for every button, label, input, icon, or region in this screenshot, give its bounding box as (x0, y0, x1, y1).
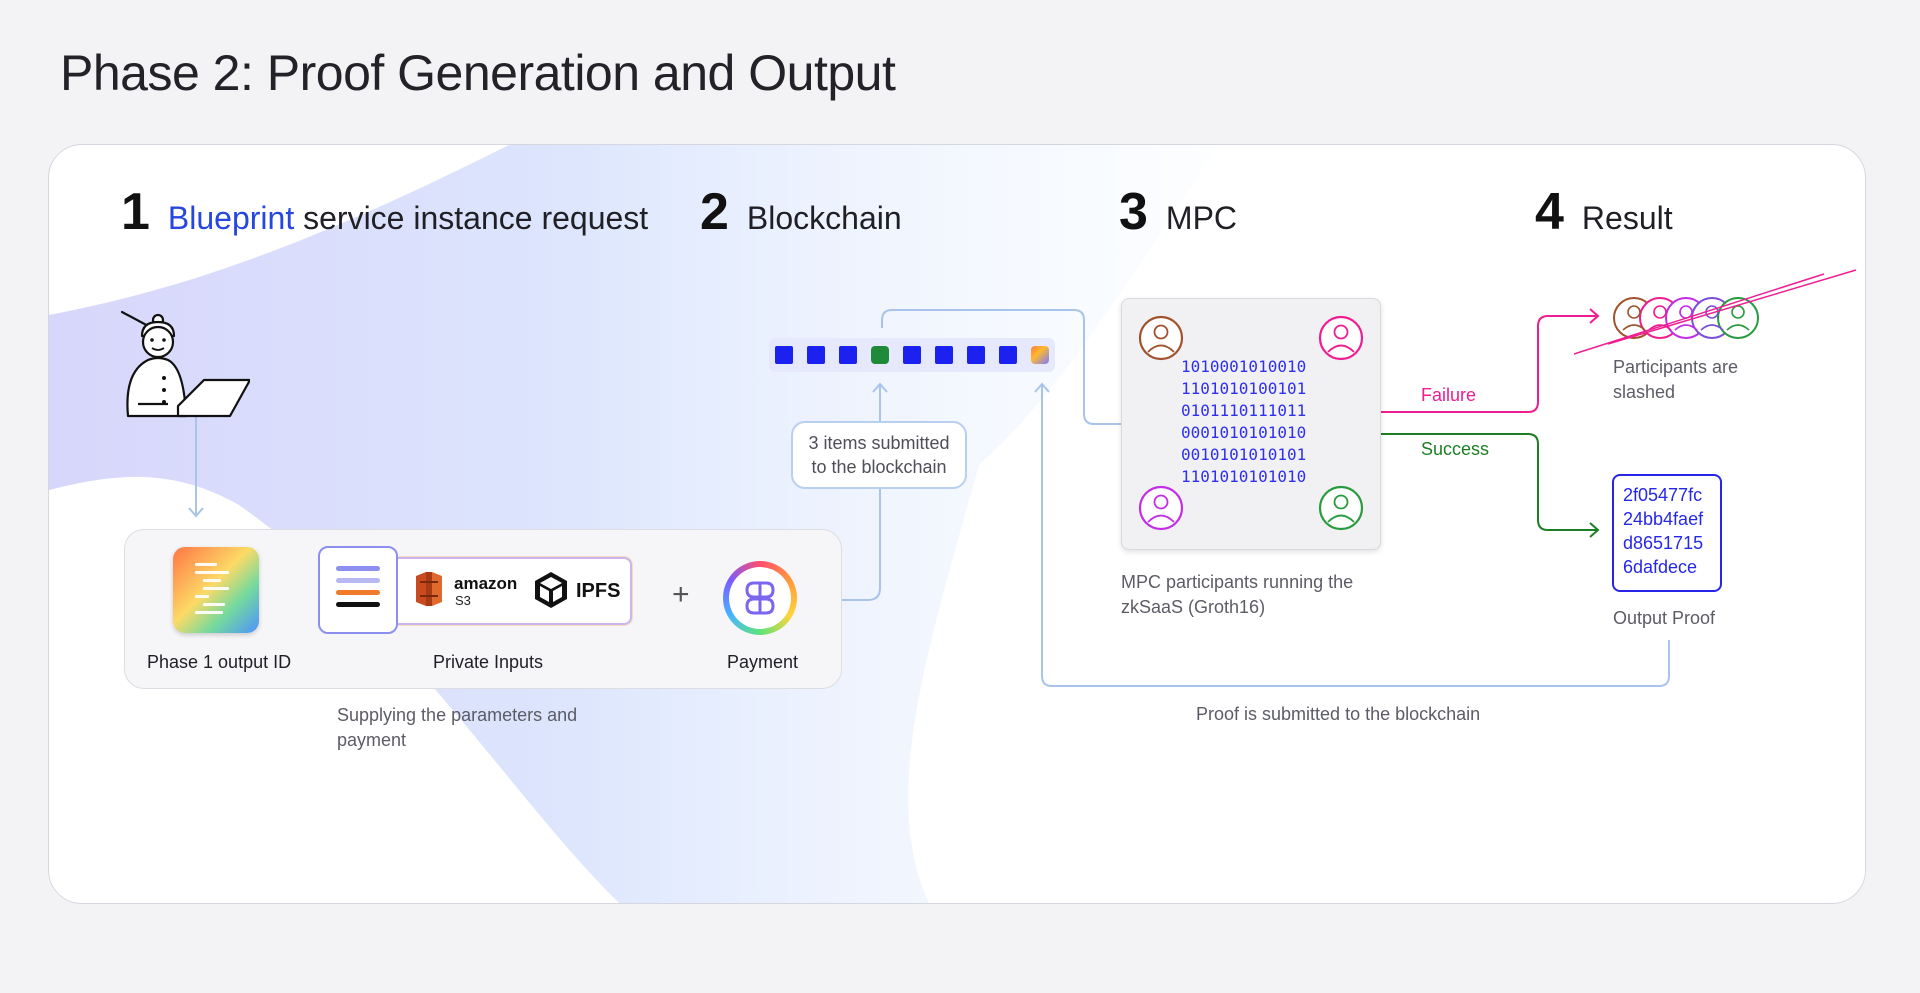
user-at-laptop-icon (120, 310, 250, 418)
block (999, 346, 1017, 364)
step-3-number: 3 (1119, 183, 1148, 241)
failure-path (1346, 315, 1598, 413)
proof-hash: 2f05477fc 24bb4faef d8651715 6dafdece (1623, 483, 1703, 579)
binary-line: 0010101010101 (1181, 445, 1307, 464)
output-proof-label: Output Proof (1613, 608, 1716, 628)
block (839, 346, 857, 364)
slashed-caption-line-1: Participants are (1613, 357, 1739, 377)
proof-line: 6dafdece (1623, 557, 1698, 577)
arrow-chain-to-mpc (881, 309, 1146, 425)
slashed-caption-line-2: slashed (1613, 382, 1676, 402)
proof-line: 2f05477fc (1623, 485, 1703, 505)
block-latest (1031, 346, 1049, 364)
binary-line: 1101010100101 (1181, 379, 1307, 398)
ipfs-label: IPFS (576, 580, 621, 602)
connectors (188, 269, 1857, 687)
mpc-caption-line-2: zkSaaS (Groth16) (1121, 597, 1266, 617)
card-background (49, 145, 1219, 903)
step-1-number: 1 (121, 183, 150, 241)
slash-line-1 (1607, 269, 1857, 345)
success-label: Success (1421, 439, 1490, 459)
submitted-bubble: 3 items submitted to the blockchain (791, 421, 967, 489)
step-2-number: 2 (700, 183, 729, 241)
block (903, 346, 921, 364)
binary-line: 0001010101010 (1181, 423, 1307, 442)
block-highlighted (871, 346, 889, 364)
blueprint-link[interactable]: Blueprint (167, 200, 295, 236)
submitted-line-1: 3 items submitted (808, 433, 950, 453)
payment-glyph (745, 581, 775, 615)
step-4-number: 4 (1535, 183, 1564, 241)
submitted-line-2: to the blockchain (811, 457, 947, 477)
document-icon (173, 547, 259, 633)
payment-label: Payment (727, 652, 799, 672)
step-4-header: 4 Result (1535, 182, 1673, 242)
supplying-caption-line-2: payment (337, 730, 407, 750)
list-icon (318, 546, 398, 634)
mpc-participants (1138, 315, 1364, 531)
binary-line: 1101010101010 (1181, 467, 1307, 486)
failure-label: Failure (1421, 385, 1477, 405)
ipfs-icon (535, 572, 567, 608)
step-3-header: 3 MPC (1119, 182, 1237, 242)
binary-line: 1010001010010 (1181, 357, 1307, 376)
block (807, 346, 825, 364)
binary-line: 0101110111011 (1181, 401, 1307, 420)
arrow-inputs-to-bubble (842, 488, 881, 601)
arrow-proof-to-chain (1041, 384, 1670, 687)
supplying-caption-line-1: Supplying the parameters and (337, 705, 578, 725)
supplying-caption: Supplying the parameters and payment (337, 703, 577, 753)
binary-data: 1010001010010 1101010100101 010111011101… (1181, 356, 1306, 488)
diagram-card (48, 144, 1866, 904)
payment-icon (723, 561, 797, 635)
phase1-output-label: Phase 1 output ID (147, 652, 292, 672)
step-1-label-rest: service instance request (294, 200, 649, 236)
amazon-label: amazon (454, 574, 518, 593)
mpc-caption: MPC participants running the zkSaaS (Gro… (1121, 570, 1353, 620)
success-path (1346, 433, 1598, 531)
output-proof-box (1612, 474, 1722, 592)
step-1-header: 1 Blueprint service instance request (121, 182, 648, 242)
s3-label: S3 (455, 593, 471, 608)
slashed-caption: Participants are slashed (1613, 355, 1738, 405)
step-1-label: Blueprint service instance request (168, 200, 648, 237)
proof-line: d8651715 (1623, 533, 1704, 553)
proof-submitted-caption: Proof is submitted to the blockchain (1196, 704, 1481, 724)
page-title: Phase 2: Proof Generation and Output (60, 45, 896, 101)
step-2-label: Blockchain (746, 200, 902, 236)
proof-line: 24bb4faef (1623, 509, 1704, 529)
mpc-caption-line-1: MPC participants running the (1121, 572, 1354, 592)
step-3-label: MPC (1165, 200, 1238, 236)
amazon-s3-icon (416, 572, 442, 606)
private-inputs-label: Private Inputs (433, 652, 544, 672)
block (967, 346, 985, 364)
step-4-label: Result (1581, 200, 1673, 236)
plus-sign: + (672, 578, 690, 611)
blockchain-bar (769, 338, 1055, 372)
slash-line-2 (1573, 273, 1825, 355)
step-2-header: 2 Blockchain (700, 182, 902, 242)
block (935, 346, 953, 364)
block (775, 346, 793, 364)
